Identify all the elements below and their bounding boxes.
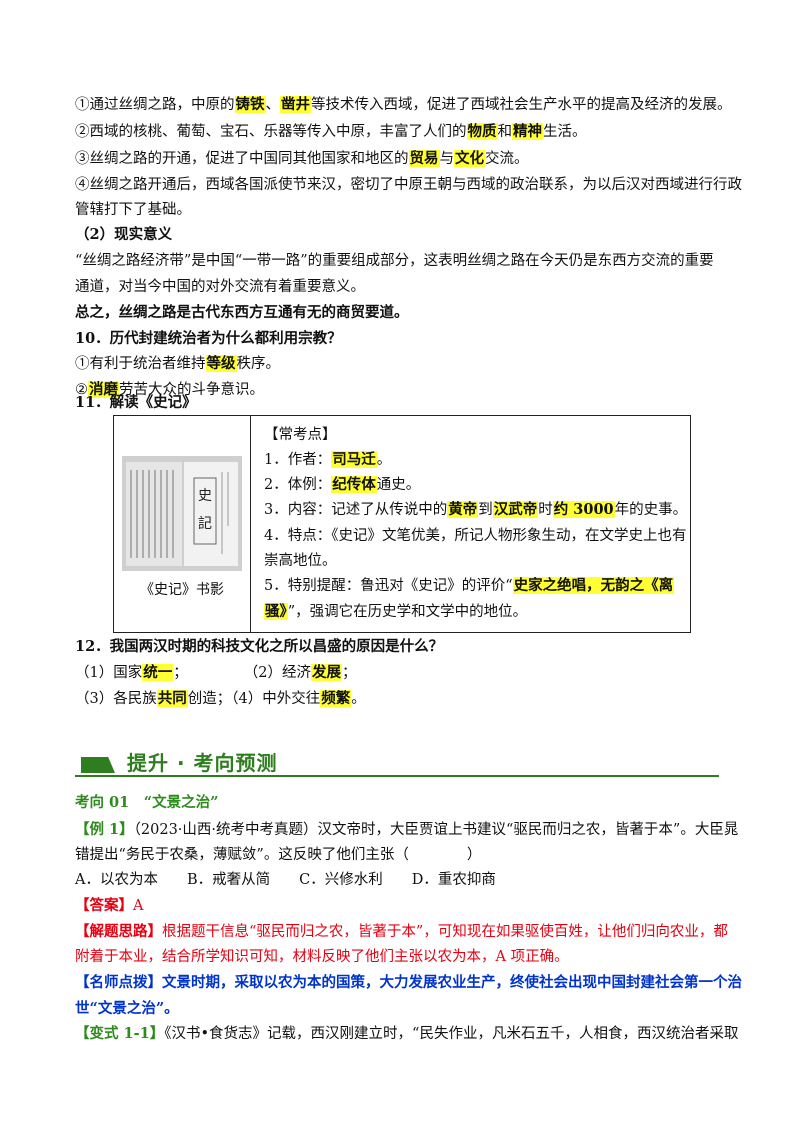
book-title-1: 史 [198,488,212,504]
highlight: 黄帝 [447,501,479,518]
text-line: ②西域的核桃、葡萄、宝石、乐器等传入中原，丰富了人们的物质和精神生活。 [75,123,587,140]
highlight: 共同 [156,690,188,707]
analysis-label: 【解题思路】 [75,923,162,940]
table-row: 3．内容：记述了从传说中的黄帝到汉武帝时约 3000年的史事。 [264,501,688,518]
highlight: 统一 [142,664,174,681]
highlight: 铸铁 [234,96,266,113]
question-heading: 12．我国两汉时期的科技文化之所以昌盛的原因是什么？ [75,638,444,655]
table-row: 4．特点：《史记》文笔优美，所记人物形象生动，在文学史上也有 [264,528,687,544]
text-line: 通道，对当今中国的对外交流有着重要意义。 [75,279,365,295]
highlight: 凿井 [280,96,311,113]
table-row: 崇高地位。 [264,553,337,569]
highlight: 等级 [205,355,237,372]
text-line: （1）国家统一；（2）经济发展； [75,664,357,681]
highlight: 贸易 [408,150,440,167]
answer-line: 【答案】A [75,895,735,917]
tip-line: 世“文景之治”。 [75,1000,179,1017]
variant-line: 【变式 1-1】《汉书•食货志》记载，西汉刚建立时，“民失作业，凡米石五千，人相… [75,1025,739,1042]
image-caption: 《史记》书影 [140,582,224,598]
highlight: 文化 [454,150,485,167]
section-title: 提升 · 考向预测 [127,751,278,775]
tip-label: 【名师点拨】 [75,974,162,991]
highlight: 精神 [512,123,543,140]
highlight: 纪传体 [331,476,377,493]
section-underline [75,775,719,777]
variant-label: 【变式 1-1】 [75,1025,165,1042]
example-line: 【例 1】（2023·山西·统考中考真题）汉文帝时，大臣贾谊上书建议“驱民而归之… [75,821,739,838]
table-row: 1．作者：司马迁。 [264,451,392,468]
shiji-book-image: 史 記 [122,456,242,571]
answer-value: A [133,898,144,914]
analysis-line: 附着于本业，结合所学知识可知，材料反映了他们主张以农为本，A 项正确。 [75,949,569,965]
text-line: 管辖打下了基础。 [75,202,191,218]
text-line: （3）各民族共同创造；（4）中外交往频繁。 [75,690,366,707]
table-row: 5．特别提醒：鲁迅对《史记》的评价“史家之绝唱，无韵之《离 [264,577,675,594]
table-row: 2．体例：纪传体通史。 [264,476,421,493]
summary-line: 总之，丝绸之路是古代东西方互通有无的商贸要道。 [75,304,409,321]
subheading: （2）现实意义 [75,226,173,243]
table-row: 【常考点】 [264,427,337,443]
kaoxiang-heading: 考向 01 “文景之治” [75,794,219,811]
tip-line: 【名师点拨】文景时期，采取以农为本的国策，大力发展农业生产，终使社会出现中国封建… [75,974,742,991]
highlight: 汉武帝 [492,501,539,518]
question-heading: 11．解读《史记》 [75,394,197,411]
answer-label: 【答案】 [75,897,133,914]
table-divider [250,416,251,632]
highlight: 发展 [310,664,342,681]
table-row: 骚》”，强调它在历史学和文学中的地位。 [264,603,528,620]
options-line: A．以农为本 B．戒奢从简 C．兴修水利 D．重农抑商 [75,872,496,888]
highlight: 物质 [466,123,498,140]
section-header: 提升 · 考向预测 [75,745,719,777]
book-title-2: 記 [198,515,212,532]
text-line: ①通过丝绸之路，中原的铸铁、凿井等技术传入西域，促进了西域社会生产水平的提高及经… [75,96,732,113]
analysis-line: 【解题思路】根据题干信息“驱民而归之农，皆著于本”，可知现在如果驱使百姓，让他们… [75,923,728,940]
highlight: 约 3000 [552,501,615,518]
question-heading: 10．历代封建统治者为什么都利用宗教？ [75,330,342,347]
text-line: ②消磨劳苦大众的斗争意识。 [75,381,264,398]
text-line: ③丝绸之路的开通，促进了中国同其他国家和地区的贸易与文化交流。 [75,150,529,167]
highlight: 频繁 [320,690,352,707]
highlight: 骚》 [264,603,288,620]
text-line: ①有利于统治者维持等级秩序。 [75,355,280,372]
example-label: 【例 1】 [75,821,134,838]
highlight: 司马迁 [331,451,377,468]
highlight: 消磨 [88,381,119,398]
text-line: “丝绸之路经济带”是中国“一带一路”的重要组成部分，这表明丝绸之路在今天仍是东西… [75,253,714,269]
text-line: 错提出“务民于农桑，薄赋敛”。这反映了他们主张（ ） [75,847,482,863]
section-block-icon [81,757,115,773]
shiji-table: 史 記 《史记》书影 【常考点】 1．作者：司马迁。 2．体例：纪传体通史。 3… [113,415,691,633]
highlight: 史家之绝唱，无韵之《离 [512,577,675,594]
text-line: ④丝绸之路开通后，西域各国派使节来汉，密切了中原王朝与西域的政治联系，为以后汉对… [75,177,742,193]
